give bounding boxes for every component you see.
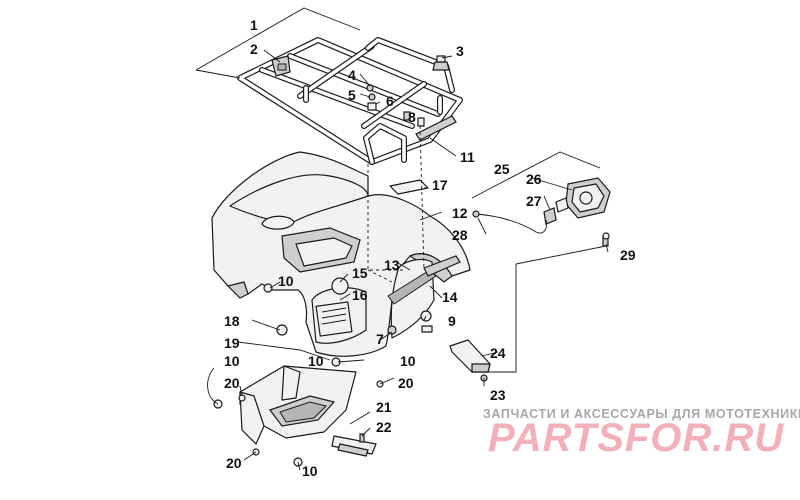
callout-6: 6	[386, 93, 394, 109]
watermark-logo: PARTSFOR.RU	[488, 416, 785, 460]
footrest-bar	[331, 435, 377, 457]
callout-12: 12	[452, 205, 468, 221]
callout-20b: 20	[398, 375, 414, 391]
callout-16: 16	[352, 287, 368, 303]
callout-10b: 10	[308, 353, 324, 369]
callout-20c: 20	[226, 455, 242, 471]
callout-26: 26	[526, 171, 542, 187]
rack-hardware	[366, 55, 450, 127]
callout-18: 18	[224, 313, 240, 329]
callout-27: 27	[526, 193, 542, 209]
callout-22: 22	[376, 419, 392, 435]
taillight-assembly	[472, 177, 611, 234]
callout-7: 7	[376, 331, 384, 347]
callout-24: 24	[490, 345, 506, 361]
callout-25: 25	[494, 161, 510, 177]
callout-8: 8	[408, 109, 416, 125]
callout-10e: 10	[302, 463, 318, 479]
callout-2: 2	[250, 41, 258, 57]
leader-lines	[195, 7, 609, 471]
callout-10d: 10	[224, 353, 240, 369]
watermark-subtitle: ЗАПЧАСТИ И АКСЕССУАРЫ ДЛЯ МОТОТЕХНИКИ	[483, 407, 800, 421]
callout-5: 5	[348, 87, 356, 103]
fender-decal	[389, 179, 429, 195]
callout-labels: 1 2 3 4 5 6 7 8 9 10 10 10 10 10 11 12 1…	[224, 17, 636, 479]
rack-bracket	[271, 55, 291, 77]
rear-fender	[211, 151, 471, 357]
callout-4: 4	[348, 67, 356, 83]
callout-14: 14	[442, 289, 458, 305]
inner-fender-panel	[239, 365, 357, 445]
callout-19: 19	[224, 335, 240, 351]
callout-23: 23	[490, 387, 506, 403]
callout-13: 13	[384, 257, 400, 273]
callout-10c: 10	[400, 353, 416, 369]
rear-rack	[237, 37, 463, 165]
callout-11: 11	[460, 149, 475, 165]
callout-9: 9	[448, 313, 456, 329]
callout-21: 21	[376, 399, 392, 415]
callout-3: 3	[456, 43, 464, 59]
callout-20a: 20	[224, 375, 240, 391]
callout-10a: 10	[278, 273, 294, 289]
fasteners	[213, 283, 488, 467]
callout-15: 15	[352, 265, 368, 281]
callout-29: 29	[620, 247, 636, 263]
side-bracket	[449, 339, 491, 373]
callout-1: 1	[250, 17, 258, 33]
callout-28: 28	[452, 227, 468, 243]
rack-reflector	[415, 115, 457, 141]
callout-17: 17	[432, 177, 448, 193]
